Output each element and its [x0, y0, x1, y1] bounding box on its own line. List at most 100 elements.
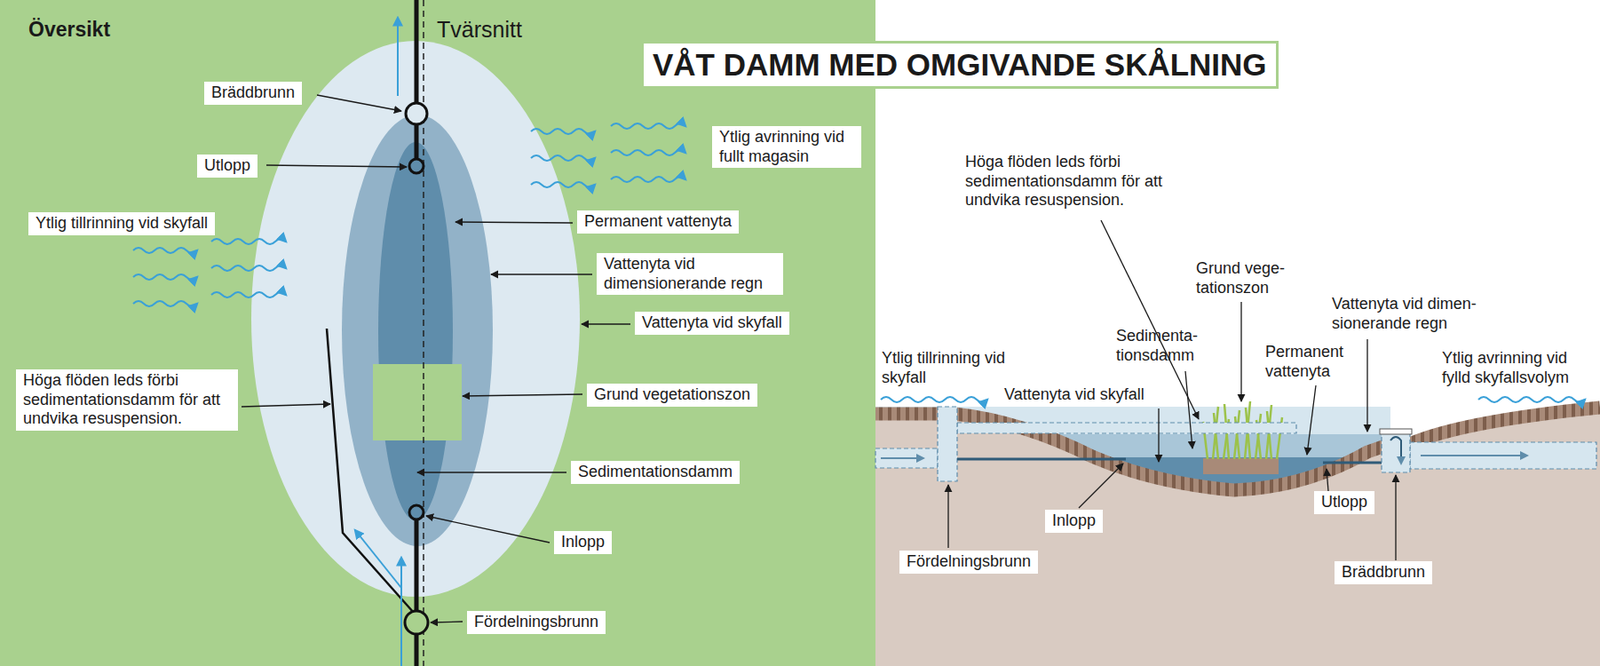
- text-label: Ytlig tillrinning vid skyfall: [881, 348, 1015, 388]
- callout-box: Fördelningsbrunn: [467, 610, 606, 634]
- label-text: Fördelningsbrunn: [474, 612, 599, 631]
- inlet-pipe: [957, 458, 1126, 461]
- callout-box: Ytlig tillrinning vid skyfall: [28, 212, 215, 236]
- label-text: Sedimentationsdamm: [578, 462, 733, 481]
- label-text: Utlopp: [204, 156, 251, 175]
- text-label: Ytlig avrinning vid fylld skyfallsvolym: [1441, 348, 1595, 388]
- flow-wave: [211, 292, 286, 298]
- callout-box: Inlopp: [1045, 509, 1103, 533]
- label-text: Utlopp: [1321, 492, 1368, 511]
- callout-box: Höga flöden leds förbi sedimentationsdam…: [15, 369, 238, 431]
- callout-box: Vattenyta vid skyfall: [634, 311, 790, 335]
- callout-box: Utlopp: [1314, 491, 1375, 515]
- grass-blade: [1213, 412, 1219, 460]
- grass-blade: [1267, 411, 1272, 460]
- callout-box: Bräddbrunn: [204, 81, 302, 105]
- label-text: Grund vege- tationszon: [1196, 259, 1285, 297]
- grass-blade: [1234, 410, 1240, 460]
- leader-lines: [948, 220, 1396, 561]
- outlet: [409, 158, 424, 174]
- label-text: Vattenyta vid skyfall: [1004, 385, 1145, 404]
- label-text: VÅT DAMM MED OMGIVANDE SKÅLNING: [652, 47, 1268, 82]
- permanent-water: [378, 142, 453, 521]
- grate: [1379, 428, 1412, 435]
- label-text: Inlopp: [561, 532, 605, 551]
- inlet-pipe: [875, 448, 938, 468]
- title-box: VÅT DAMM MED OMGIVANDE SKÅLNING: [641, 40, 1279, 89]
- callout-box: Inlopp: [554, 530, 612, 555]
- flow-wave: [211, 265, 286, 271]
- label-text: Höga flöden leds förbi sedimentationsdam…: [23, 371, 221, 428]
- callout-box: Fördelningsbrunn: [899, 550, 1038, 574]
- overflow-well: [405, 102, 428, 125]
- callout-box: Bräddbrunn: [1334, 561, 1433, 585]
- soil-layer: [875, 407, 1600, 491]
- label-text: Vattenyta vid dimensionerande regn: [603, 254, 763, 293]
- inlet-pipe: [414, 520, 420, 666]
- text-label: Översikt: [28, 17, 111, 43]
- label-text: Ytlig avrinning vid fylld skyfallsvolym: [1441, 348, 1569, 387]
- text-label: Vattenyta vid skyfall: [1004, 385, 1145, 405]
- callout-box: Sedimentationsdamm: [570, 460, 740, 484]
- skyfall-zone: [251, 40, 580, 597]
- flow-wave: [530, 155, 595, 161]
- label-text: Översikt: [28, 17, 111, 41]
- label-text: Bräddbrunn: [1341, 562, 1426, 581]
- label-text: Sedimenta- tionsdamm: [1116, 326, 1198, 365]
- flow-wave: [133, 300, 198, 307]
- flow-arrow: [880, 457, 924, 460]
- label-text: Ytlig tillrinning vid skyfall: [35, 213, 208, 232]
- callout-box: Utlopp: [197, 154, 258, 178]
- outlet-pipe: [414, 0, 420, 160]
- flow-wave: [530, 128, 595, 135]
- flow-wave: [211, 238, 286, 245]
- flow-wave: [610, 176, 686, 183]
- label-text: Vattenyta vid skyfall: [641, 313, 783, 332]
- label-text: Inlopp: [1052, 511, 1096, 530]
- leader-lines: [241, 95, 631, 623]
- flow-arrow: [396, 17, 399, 96]
- vegetation-zone: [372, 364, 462, 441]
- vegetation-bed: [1203, 458, 1279, 475]
- section-line: [422, 0, 425, 666]
- flow-wave: [133, 247, 198, 254]
- distribution-well: [404, 610, 428, 634]
- outlet-pipe: [1322, 461, 1382, 465]
- flow-wave: [880, 396, 988, 403]
- label-text: Grund vegetationszon: [594, 385, 751, 404]
- text-label: Tvärsnitt: [436, 15, 523, 43]
- distribution-well: [937, 406, 958, 482]
- text-label: Sedimenta- tionsdamm: [1116, 326, 1209, 365]
- label-text: Bräddbrunn: [211, 83, 295, 102]
- green-ground: [0, 0, 876, 666]
- label-text: Ytlig avrinning vid fullt magasin: [719, 127, 845, 166]
- callout-box: Vattenyta vid dimensionerande regn: [596, 253, 784, 295]
- callout-box: Ytlig avrinning vid fullt magasin: [712, 126, 862, 168]
- overflow-arrow: [1390, 436, 1402, 464]
- text-label: Höga flöden leds förbi sedimentationsdam…: [965, 152, 1175, 211]
- label-text: Tvärsnitt: [436, 16, 523, 42]
- flow-arrow: [1420, 454, 1528, 457]
- inlet: [409, 505, 424, 520]
- flow-wave: [133, 274, 198, 280]
- text-label: Vattenyta vid dimen- sionerande regn: [1331, 294, 1501, 333]
- grass-blade: [1255, 413, 1261, 460]
- callout-box: Grund vegetationszon: [586, 383, 758, 407]
- outflow-pipe: [1409, 442, 1597, 469]
- label-text: Permanent vattenyta: [1265, 342, 1344, 381]
- flow-wave: [610, 150, 686, 156]
- flow-wave: [610, 123, 686, 129]
- label-text: Vattenyta vid dimen- sionerande regn: [1331, 294, 1477, 333]
- label-text: Permanent vattenyta: [584, 212, 732, 230]
- flow-wave: [530, 182, 595, 188]
- label-text: Ytlig tillrinning vid skyfall: [881, 348, 1006, 387]
- text-label: Grund vege- tationszon: [1196, 259, 1296, 298]
- text-label: Permanent vattenyta: [1265, 342, 1355, 381]
- ground: [875, 407, 1600, 666]
- label-text: Höga flöden leds förbi sedimentationsdam…: [965, 152, 1163, 209]
- callout-box: Permanent vattenyta: [577, 210, 739, 234]
- flow-arrow: [400, 557, 403, 666]
- flow-wave: [1478, 396, 1585, 403]
- overflow-well: [1381, 432, 1410, 473]
